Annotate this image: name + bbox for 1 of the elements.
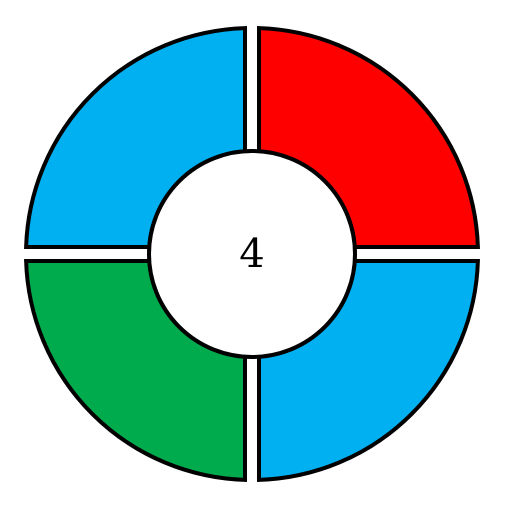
number-label: 4 [239, 234, 265, 274]
